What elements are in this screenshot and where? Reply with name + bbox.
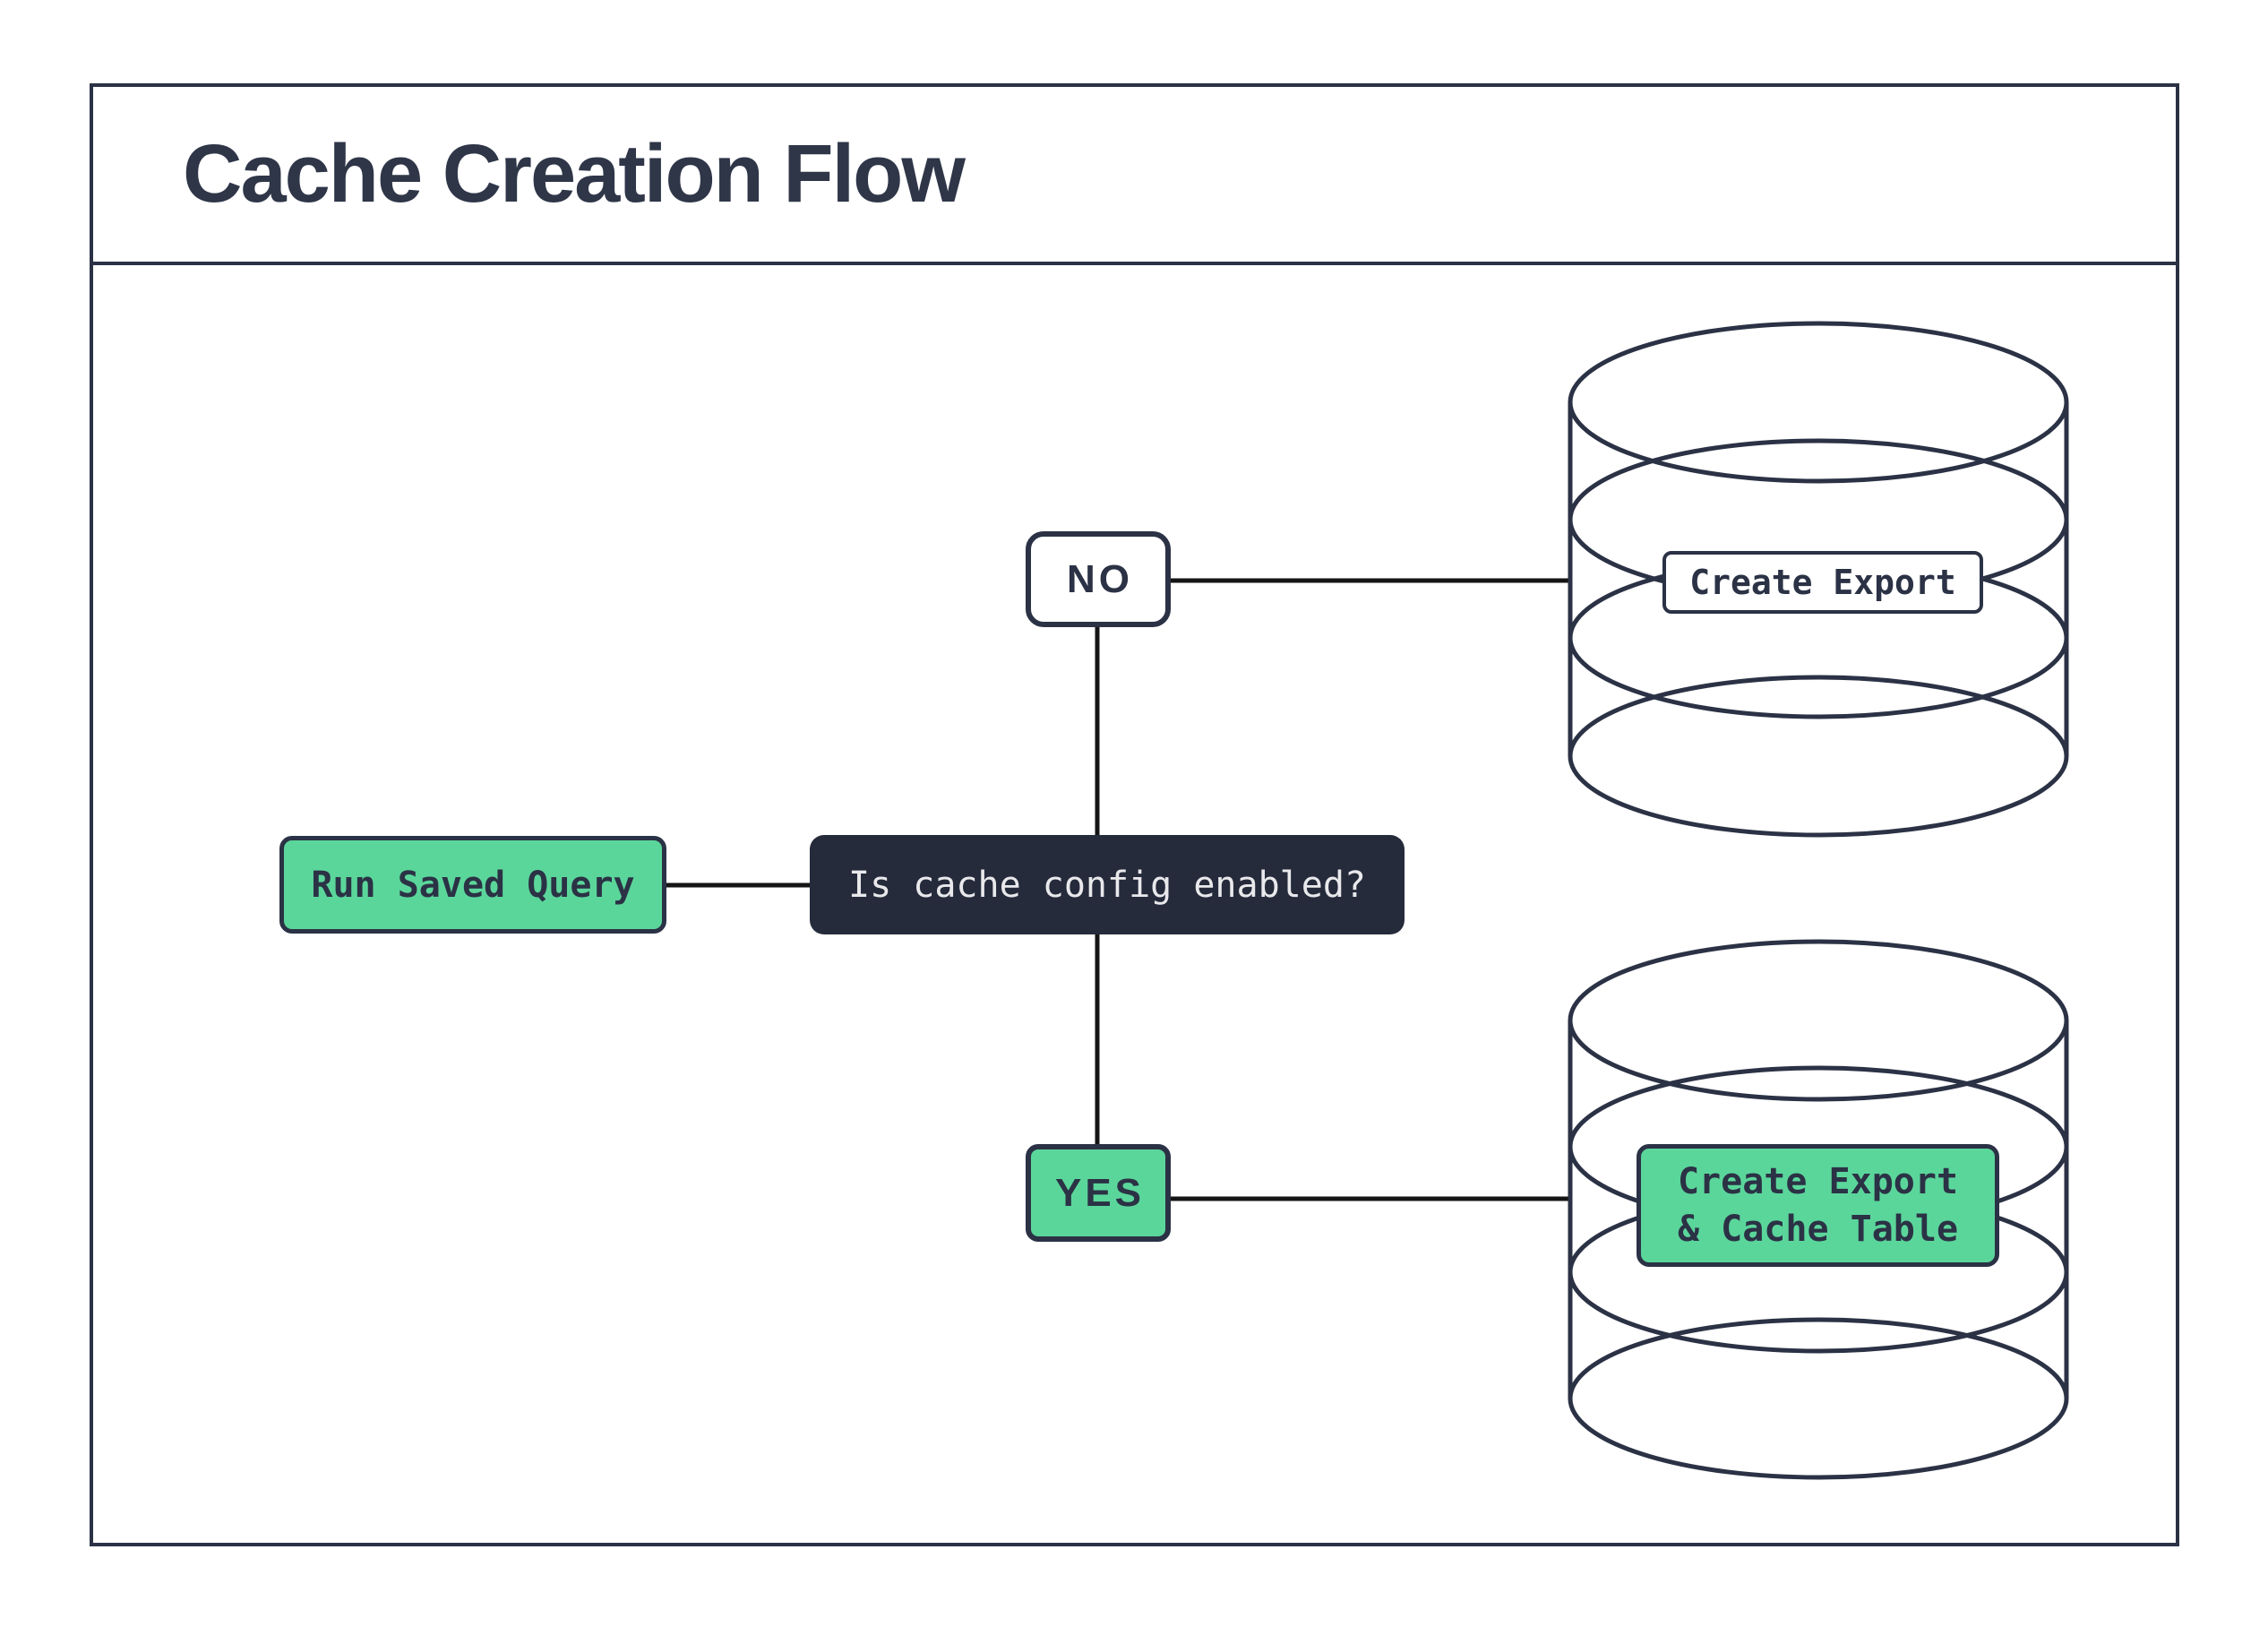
node-create-export-cache-line2: & Cache Table [1677, 1208, 1959, 1250]
branch-label-yes: YES [1026, 1144, 1171, 1242]
database-icon-top [1568, 321, 2069, 838]
branch-yes-text: YES [1054, 1170, 1146, 1215]
page-title: Cache Creation Flow [183, 128, 966, 220]
node-create-export-label: Create Export [1689, 563, 1956, 602]
diagram-header: Cache Creation Flow [93, 87, 2176, 265]
diagram-frame: Cache Creation Flow [90, 83, 2179, 1546]
node-run-saved-query: Run Saved Query [279, 836, 666, 934]
node-create-export-cache-table: Create Export & Cache Table [1637, 1144, 1999, 1267]
node-decision-label: Is cache config enabled? [848, 864, 1366, 906]
node-create-export-cache-line1: Create Export [1677, 1160, 1959, 1202]
node-decision-cache-config: Is cache config enabled? [810, 835, 1405, 934]
branch-label-no: NO [1026, 531, 1171, 627]
node-create-export: Create Export [1662, 551, 1983, 614]
branch-no-text: NO [1067, 556, 1133, 601]
node-run-saved-query-label: Run Saved Query [311, 864, 635, 906]
